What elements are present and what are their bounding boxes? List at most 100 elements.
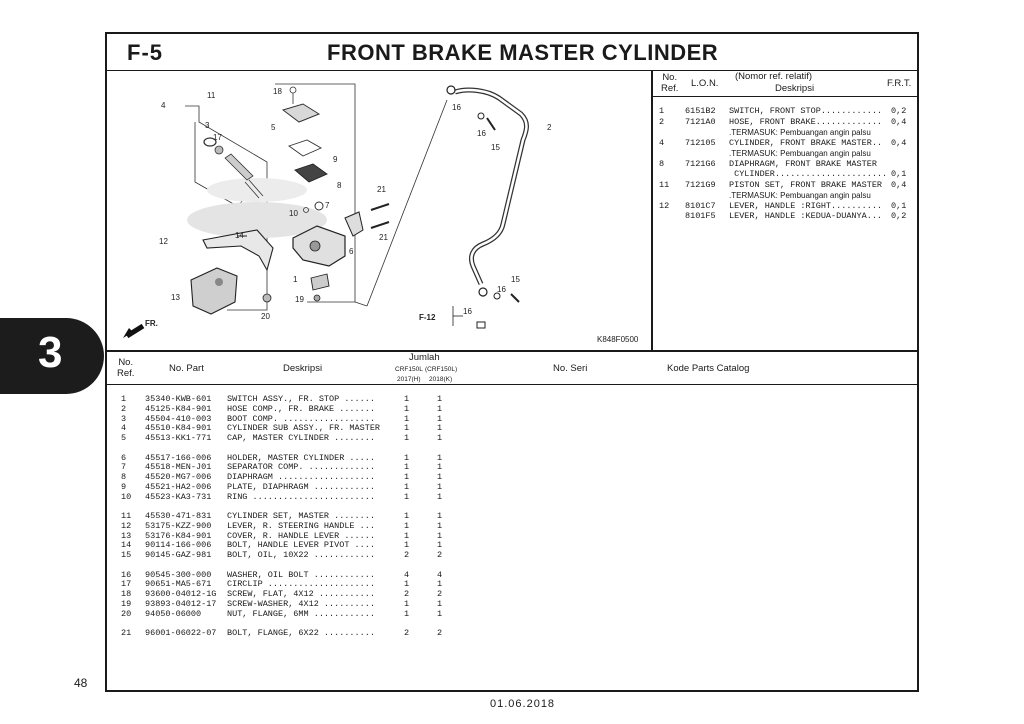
part-cell-part: 45517-166-006 xyxy=(145,452,212,463)
part-cell-q2: 1 xyxy=(437,579,443,590)
screw-washer-part xyxy=(313,294,321,302)
part-cell-q2: 1 xyxy=(437,540,443,551)
part-cell-desc: PLATE, DIAPHRAGM ............ xyxy=(227,481,375,492)
part-cell-q1: 1 xyxy=(404,433,410,444)
ref-cell-frt: 0,2 xyxy=(891,106,907,116)
ref-cell-desc: PISTON SET, FRONT BRAKE MASTER xyxy=(729,179,883,190)
exploded-diagram: FR. F-12 K848F0500 11 4 3 17 18 5 9 8 7 … xyxy=(123,83,639,344)
switch-part xyxy=(310,273,330,291)
col-qty-a: CRF150L xyxy=(395,366,423,373)
part-cell-ref: 6 xyxy=(121,452,127,463)
part-cell-q2: 1 xyxy=(437,452,443,463)
part-cell-ref: 10 xyxy=(121,491,132,502)
ref-cell-desc: HOSE, FRONT BRAKE............. xyxy=(729,116,883,127)
part-cell-ref: 20 xyxy=(121,608,132,619)
callout-3: 3 xyxy=(205,121,210,130)
part-cell-ref: 18 xyxy=(121,589,132,600)
part-cell-part: 94050-06000 xyxy=(145,608,202,619)
col-no-ref: No. Ref. xyxy=(117,357,135,379)
callout-8: 8 xyxy=(337,181,342,190)
callout-15: 15 xyxy=(491,143,500,152)
part-cell-q1: 1 xyxy=(404,403,410,414)
ref-cell-ref: 4 xyxy=(659,137,665,148)
parts-table-row: 6 45517-166-006 HOLDER, MASTER CYLINDER ..… xyxy=(107,453,507,463)
part-cell-q2: 1 xyxy=(437,511,443,521)
part-cell-ref: 1 xyxy=(121,394,127,404)
part-cell-desc: CYLINDER SUB ASSY., FR. MASTER xyxy=(227,423,381,434)
part-cell-q2: 1 xyxy=(437,481,443,492)
part-cell-ref: 15 xyxy=(121,550,132,561)
part-cell-q1: 1 xyxy=(404,452,410,463)
part-cell-part: 45521-HA2-006 xyxy=(145,481,212,492)
ref-col-desc: Deskripsi xyxy=(775,83,815,94)
part-cell-ref: 3 xyxy=(121,413,127,424)
part-cell-ref: 12 xyxy=(121,520,132,531)
callout-15b: 15 xyxy=(511,275,520,284)
callout-16b: 16 xyxy=(477,129,486,138)
callout-21a: 21 xyxy=(377,185,386,194)
part-cell-ref: 13 xyxy=(121,530,132,541)
part-cell-part: 90114-166-006 xyxy=(145,540,212,551)
lever-cover-part xyxy=(190,267,238,315)
part-cell-q2: 2 xyxy=(437,550,443,561)
ref-cell-desc: .TERMASUK: Pembuangan angin palsu xyxy=(729,128,871,137)
front-direction-arrow xyxy=(125,323,145,339)
part-cell-ref: 16 xyxy=(121,569,132,580)
ref-table-row: .TERMASUK: Pembuangan angin palsu xyxy=(655,148,915,159)
ref-table-row: .TERMASUK: Pembuangan angin palsu xyxy=(655,127,915,138)
part-cell-q1: 1 xyxy=(404,520,410,531)
part-cell-desc: NUT, FLANGE, 6MM ............ xyxy=(227,608,375,619)
callout-14: 14 xyxy=(235,231,244,240)
chapter-number: 3 xyxy=(38,328,63,377)
callout-13: 13 xyxy=(171,293,180,302)
part-cell-q1: 1 xyxy=(404,579,410,590)
part-cell-q1: 2 xyxy=(404,628,410,638)
part-cell-part: 90651-MA5-671 xyxy=(145,579,212,590)
part-cell-desc: CYLINDER SET, MASTER ........ xyxy=(227,511,375,521)
ref-cell-ref: 2 xyxy=(659,116,665,127)
drawing-code: K848F0500 xyxy=(597,335,639,344)
chapter-tab[interactable]: 3 xyxy=(0,318,104,394)
ref-cell-desc: DIAPHRAGM, FRONT BRAKE MASTER xyxy=(729,158,877,169)
ref-cell-frt: 0,2 xyxy=(891,211,907,221)
catalog-frame: F-5 FRONT BRAKE MASTER CYLINDER No. Ref.… xyxy=(105,32,919,692)
callout-11: 11 xyxy=(207,91,216,100)
part-cell-q2: 1 xyxy=(437,413,443,424)
ref-cell-desc: CYLINDER...................... xyxy=(729,169,888,179)
bg-shading xyxy=(187,202,327,238)
ref-col-noref: No. Ref. xyxy=(661,72,679,94)
ref-cell-frt: 0,4 xyxy=(891,116,907,127)
screw-part xyxy=(289,86,297,94)
ref-cell-lon: 7121G9 xyxy=(685,179,716,190)
ref-cell-frt: 0,4 xyxy=(891,137,907,148)
part-cell-q1: 1 xyxy=(404,511,410,521)
part-cell-desc: HOSE COMP., FR. BRAKE ....... xyxy=(227,403,375,414)
part-cell-desc: SWITCH ASSY., FR. STOP ...... xyxy=(227,394,375,404)
boot-part xyxy=(214,145,224,155)
ring-part xyxy=(303,207,309,213)
part-cell-desc: BOLT, OIL, 10X22 ............ xyxy=(227,550,375,561)
part-cell-desc: CAP, MASTER CYLINDER ........ xyxy=(227,433,375,444)
ref-col-lon: L.O.N. xyxy=(691,78,719,89)
part-cell-desc: HOLDER, MASTER CYLINDER ..... xyxy=(227,452,375,463)
callout-19: 19 xyxy=(295,295,304,304)
leader-to-hose xyxy=(366,99,448,307)
col-desc: Deskripsi xyxy=(283,363,323,374)
assembly-bracket xyxy=(185,105,268,311)
part-cell-desc: COVER, R. HANDLE LEVER ...... xyxy=(227,530,375,541)
part-cell-ref: 21 xyxy=(121,628,132,638)
part-cell-ref: 4 xyxy=(121,423,127,434)
ref-cell-frt: 0,1 xyxy=(891,169,907,179)
separator-part xyxy=(314,201,324,211)
part-cell-q1: 1 xyxy=(404,598,410,609)
